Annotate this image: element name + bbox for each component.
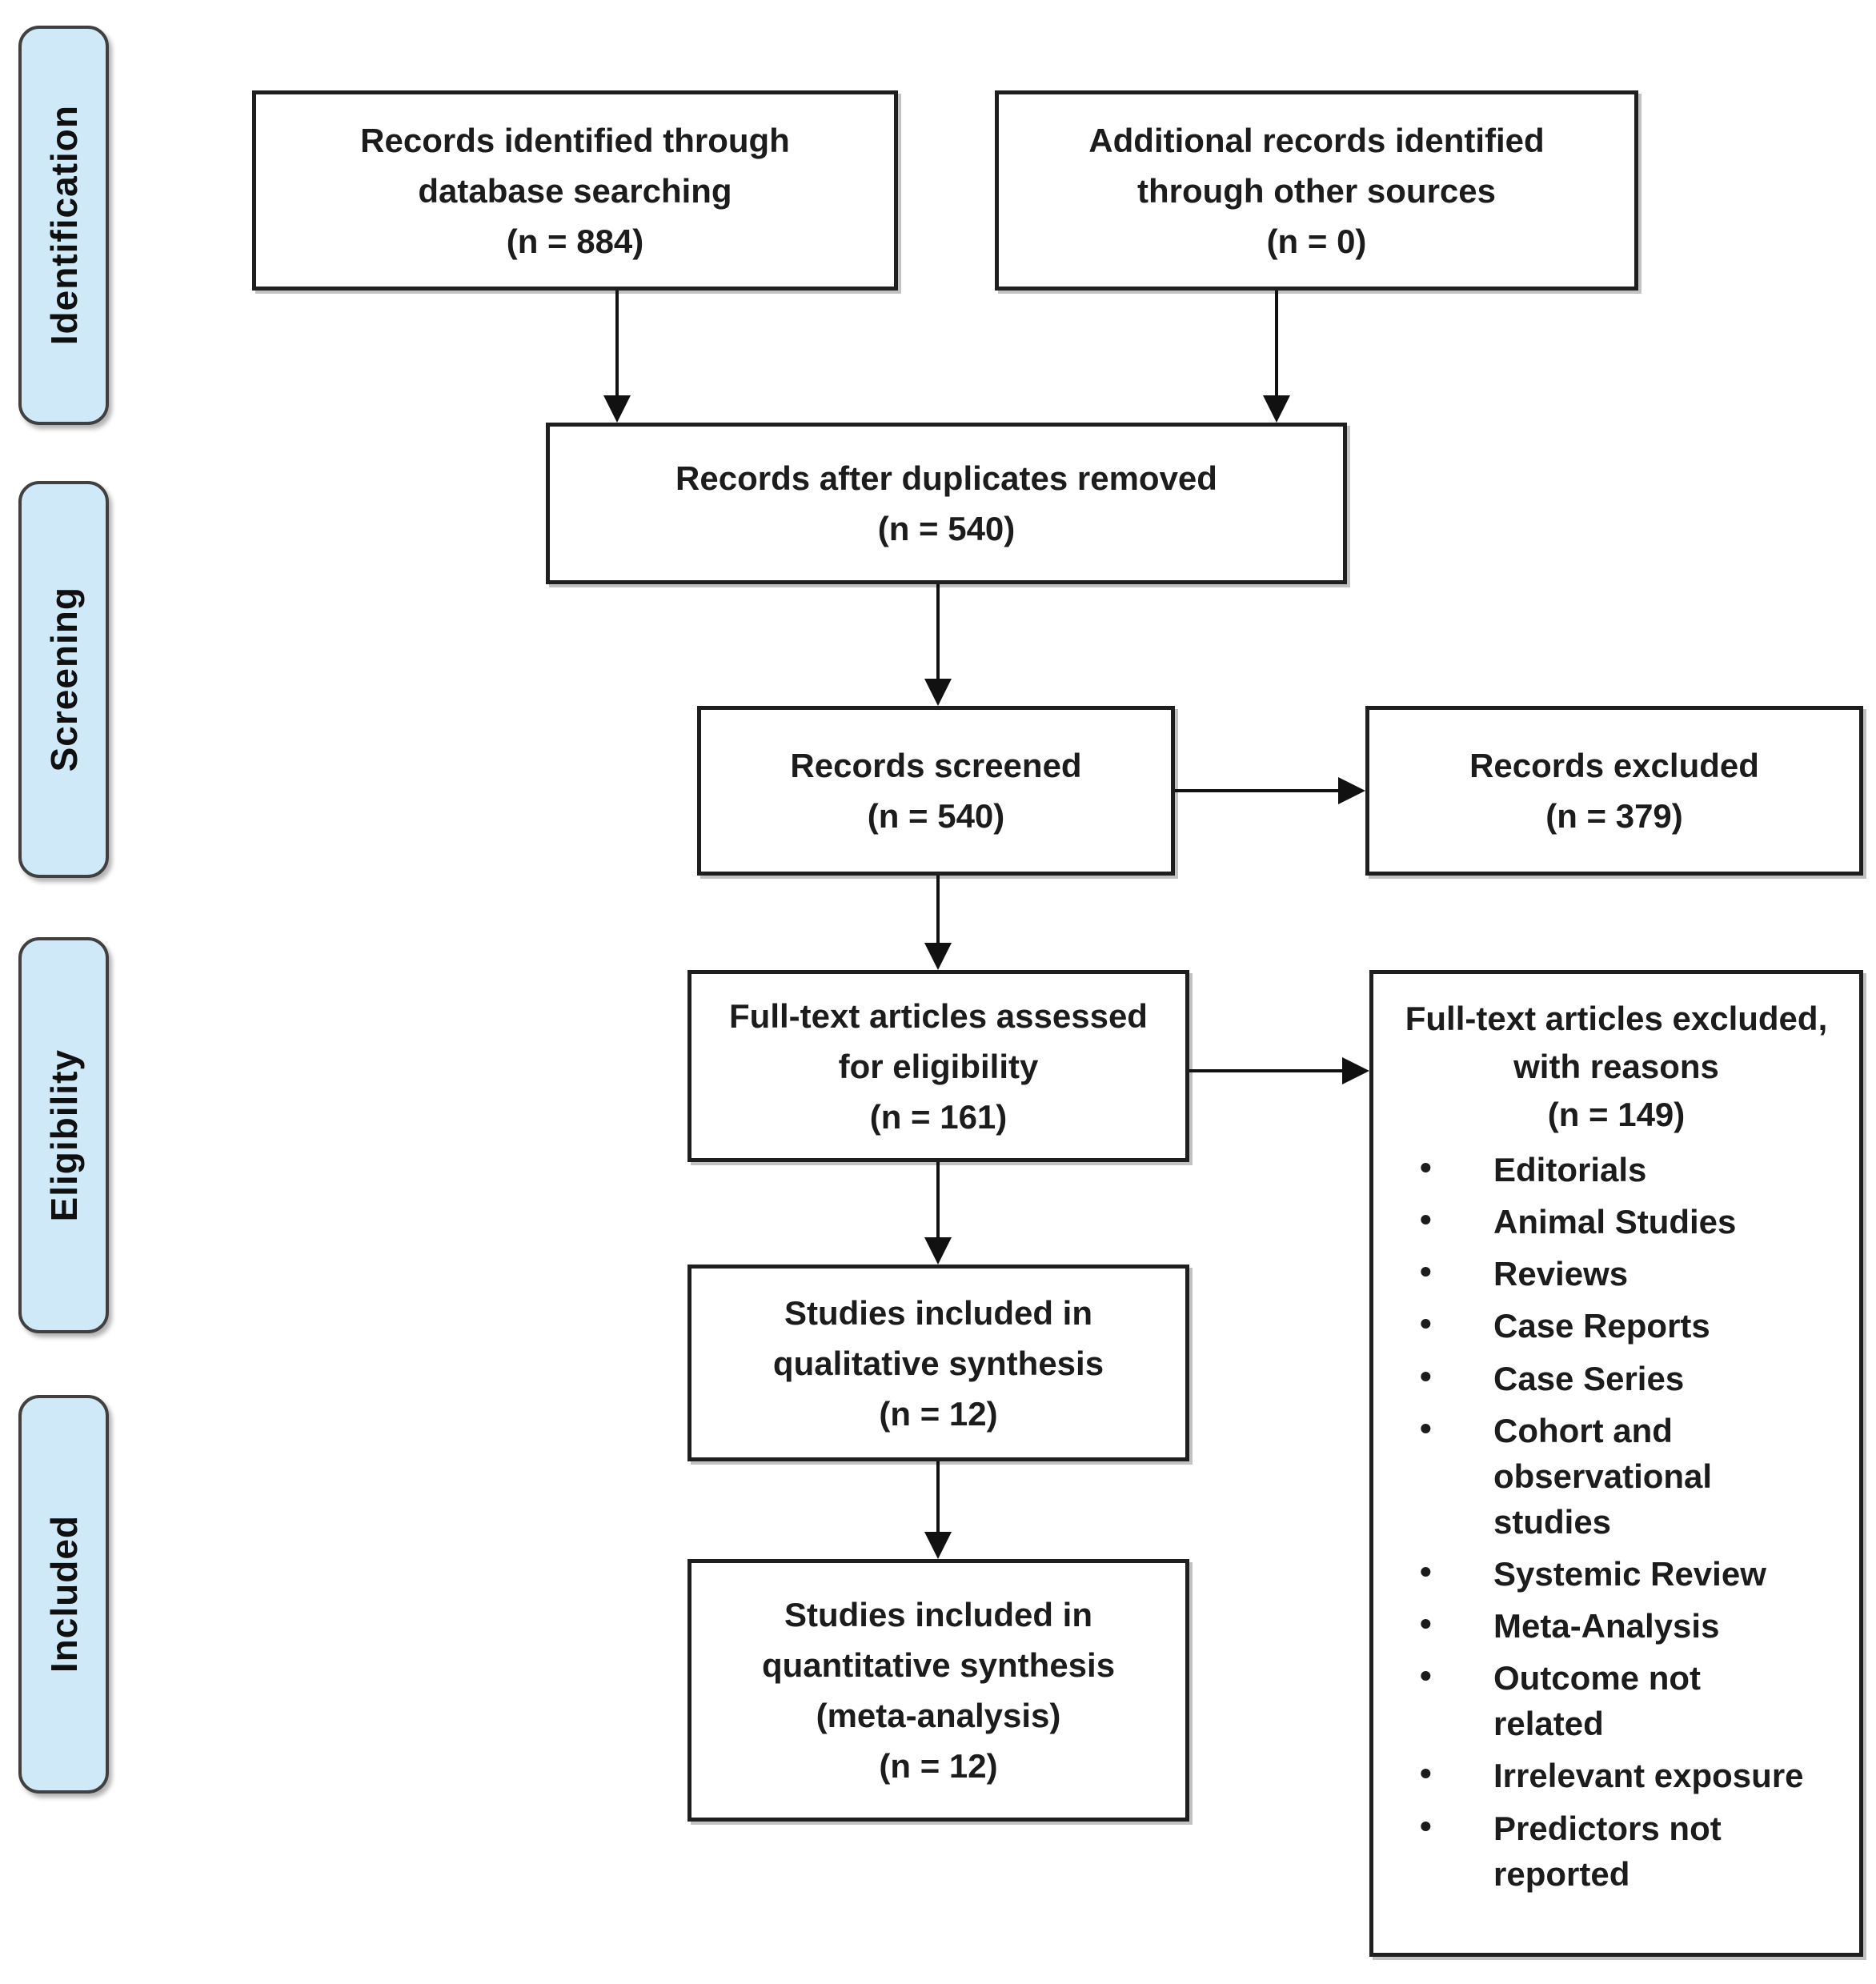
- box-line: Studies included in: [784, 1596, 1093, 1633]
- arrow-screened-to-fulltext-line: [936, 876, 940, 943]
- box-line: (n = 12): [879, 1747, 998, 1785]
- box-line: (n = 12): [879, 1394, 998, 1433]
- arrow-screened-to-excluded-head: [1338, 777, 1365, 804]
- box-line: Records excluded: [1469, 747, 1759, 784]
- exclusion-reason-item: Meta-Analysis: [1420, 1601, 1811, 1649]
- arrow-fulltext-to-qualitative-head: [924, 1237, 952, 1265]
- box-line: for eligibility: [838, 1047, 1039, 1085]
- stage-included-text: Included: [42, 1515, 85, 1673]
- box-line: Full-text articles assessed: [729, 996, 1148, 1035]
- box-line: (n = 161): [869, 1097, 1008, 1136]
- box-fulltext-assessed: Full-text articles assessed for eligibil…: [687, 970, 1189, 1162]
- stage-screening-label: Screening: [18, 481, 109, 878]
- box-line: (n = 540): [877, 510, 1016, 547]
- box-line: through other sources: [1136, 171, 1497, 210]
- box-fulltext-excluded: Full-text articles excluded, with reason…: [1369, 970, 1863, 1957]
- exclusion-reason-item: Predictors not reported: [1420, 1803, 1811, 1897]
- arrow-fulltext-to-qualitative-line: [936, 1162, 940, 1237]
- arrow-duplicates-to-screened-head: [924, 679, 952, 706]
- exclusion-reasons-list: Editorials Animal Studies Reviews Case R…: [1373, 1144, 1859, 1903]
- stage-identification-label: Identification: [18, 26, 109, 425]
- box-line: Records identified through: [360, 121, 790, 159]
- exclusion-reason-item: Editorials: [1420, 1144, 1811, 1192]
- box-line: (n = 884): [506, 222, 644, 260]
- arrow-additional-to-duplicates-line: [1275, 291, 1278, 395]
- box-line: Records screened: [790, 747, 1082, 784]
- arrow-qualitative-to-quantitative-head: [924, 1532, 952, 1559]
- box-line: (n = 149): [1547, 1096, 1686, 1134]
- box-line: Additional records identified: [1088, 121, 1545, 159]
- box-line: with reasons: [1513, 1048, 1719, 1086]
- arrow-qualitative-to-quantitative-line: [936, 1461, 940, 1532]
- arrow-additional-to-duplicates-head: [1263, 395, 1290, 423]
- arrow-fulltext-to-excluded-head: [1342, 1057, 1369, 1084]
- exclusion-reason-item: Animal Studies: [1420, 1196, 1811, 1245]
- box-records-after-duplicates: Records after duplicates removed (n = 54…: [546, 423, 1347, 584]
- stage-eligibility-text: Eligibility: [42, 1048, 85, 1222]
- box-line: Records after duplicates removed: [675, 459, 1217, 497]
- exclusion-reason-item: Reviews: [1420, 1249, 1811, 1297]
- box-line: (n = 379): [1545, 797, 1683, 835]
- stage-included-label: Included: [18, 1395, 109, 1794]
- box-records-excluded: Records excluded (n = 379): [1365, 706, 1863, 876]
- box-additional-records: Additional records identified through ot…: [995, 90, 1638, 291]
- arrow-screened-to-excluded-line: [1175, 789, 1338, 792]
- box-line: Studies included in: [784, 1293, 1093, 1332]
- box-records-identified: Records identified through database sear…: [252, 90, 898, 291]
- exclusion-reason-item: Irrelevant exposure: [1420, 1750, 1811, 1798]
- exclusion-reason-item: Systemic Review: [1420, 1549, 1811, 1597]
- box-line: Full-text articles excluded,: [1405, 1000, 1828, 1037]
- arrow-fulltext-to-excluded-line: [1189, 1069, 1342, 1072]
- box-line: quantitative synthesis: [761, 1646, 1116, 1684]
- box-qualitative-synthesis: Studies included in qualitative synthesi…: [687, 1265, 1189, 1461]
- exclusion-reason-item: Case Series: [1420, 1353, 1811, 1401]
- arrow-screened-to-fulltext-head: [924, 943, 952, 970]
- arrow-duplicates-to-screened-line: [936, 584, 940, 679]
- stage-screening-text: Screening: [42, 587, 85, 772]
- arrow-identified-to-duplicates-head: [603, 395, 631, 423]
- box-quantitative-synthesis: Studies included in quantitative synthes…: [687, 1559, 1189, 1822]
- box-line: (meta-analysis): [816, 1697, 1061, 1734]
- exclusion-reason-item: Case Reports: [1420, 1301, 1811, 1349]
- stage-identification-text: Identification: [42, 105, 85, 346]
- box-records-screened: Records screened (n = 540): [697, 706, 1175, 876]
- exclusion-reason-item: Outcome not related: [1420, 1653, 1811, 1746]
- box-line: (n = 540): [867, 797, 1005, 835]
- arrow-identified-to-duplicates-line: [615, 291, 619, 395]
- exclusion-reason-item: Cohort and observational studies: [1420, 1405, 1811, 1545]
- box-line: database searching: [418, 171, 732, 210]
- box-line: (n = 0): [1266, 222, 1367, 260]
- stage-eligibility-label: Eligibility: [18, 937, 109, 1333]
- box-line: qualitative synthesis: [772, 1344, 1104, 1382]
